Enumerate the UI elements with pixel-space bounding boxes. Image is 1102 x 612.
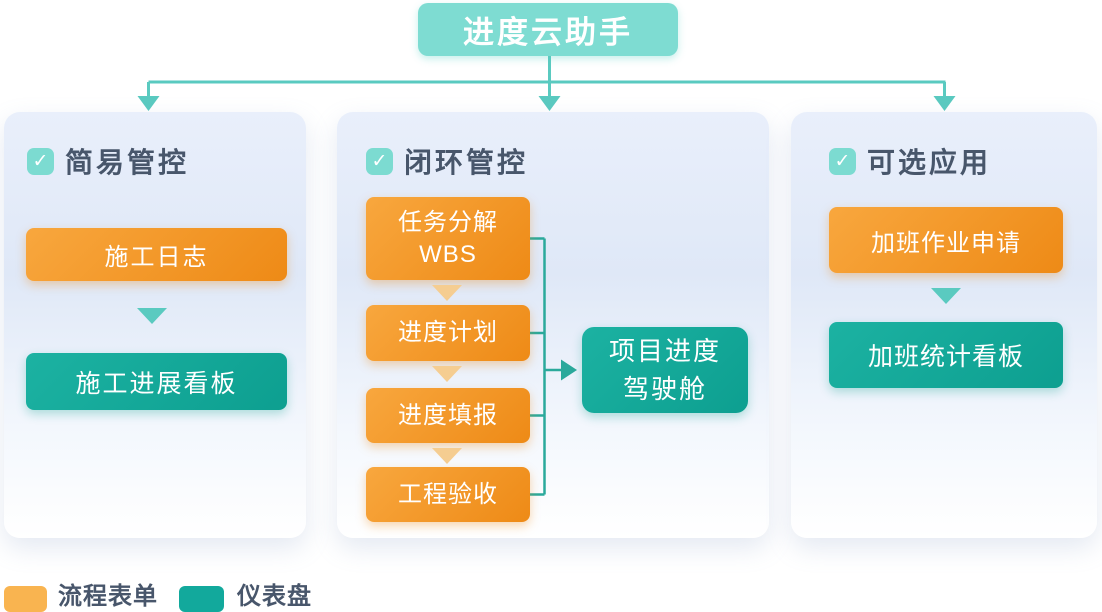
node-label: 施工进展看板 — [75, 369, 238, 398]
checked-checkbox-icon — [829, 147, 856, 175]
node-label: WBS — [419, 240, 477, 268]
overtime-stats-board-node: 加班统计看板 — [829, 322, 1063, 388]
node-label: 加班统计看板 — [867, 343, 1024, 371]
bracket-connector-lines — [530, 237, 577, 496]
panel-optional-apps-header: 可选应用 — [829, 141, 991, 181]
node-label: 进度填报 — [398, 401, 498, 429]
panel-closed-loop-control: 闭环管控 任务分解 WBS 进度计划 进度填报 工程验收 — [337, 112, 769, 538]
node-label: 任务分解 — [398, 208, 498, 236]
progress-report-node: 进度填报 — [366, 388, 530, 443]
schedule-plan-node: 进度计划 — [366, 305, 530, 361]
legend-form-label: 流程表单 — [58, 583, 158, 610]
panel-title: 闭环管控 — [404, 147, 529, 178]
overtime-work-request-node: 加班作业申请 — [829, 207, 1063, 273]
panel-optional-apps: 可选应用 加班作业申请 加班统计看板 — [791, 112, 1097, 538]
diagram-title: 进度云助手 — [463, 15, 633, 50]
down-arrow-icon — [432, 285, 462, 301]
down-arrow-icon — [432, 448, 462, 464]
panel-closed-loop-header: 闭环管控 — [366, 141, 528, 181]
node-label: 施工日志 — [104, 244, 209, 271]
project-progress-cockpit-node: 项目进度 驾驶舱 — [582, 327, 748, 413]
project-acceptance-node: 工程验收 — [366, 467, 530, 522]
legend-form-swatch — [4, 586, 47, 612]
right-arrowhead-icon — [561, 359, 577, 381]
checked-checkbox-icon — [27, 147, 54, 175]
node-label: 进度计划 — [398, 319, 498, 346]
panel-title: 简易管控 — [65, 147, 190, 178]
node-label: 工程验收 — [398, 480, 498, 508]
node-label: 驾驶舱 — [622, 374, 707, 404]
checked-checkbox-icon — [366, 147, 393, 175]
panel-simple-control: 简易管控 施工日志 施工进展看板 — [4, 112, 306, 538]
panel-title: 可选应用 — [867, 147, 992, 178]
down-arrow-icon — [432, 366, 462, 382]
down-arrow-icon — [931, 288, 961, 304]
root-node: 进度云助手 — [418, 3, 678, 56]
node-label: 加班作业申请 — [871, 229, 1021, 257]
construction-progress-board-node: 施工进展看板 — [26, 353, 287, 410]
task-breakdown-wbs-node: 任务分解 WBS — [366, 197, 530, 280]
construction-log-node: 施工日志 — [26, 228, 287, 281]
legend-dashboard-label: 仪表盘 — [237, 583, 312, 610]
panel-simple-control-header: 简易管控 — [27, 141, 189, 181]
tree-connector-lines — [137, 56, 956, 111]
down-arrowhead-icon — [933, 96, 956, 111]
down-arrowhead-icon — [137, 96, 160, 111]
down-arrow-icon — [137, 308, 167, 324]
down-arrowhead-icon — [538, 96, 561, 111]
legend-dashboard-swatch — [179, 586, 224, 612]
node-label: 项目进度 — [608, 336, 721, 366]
